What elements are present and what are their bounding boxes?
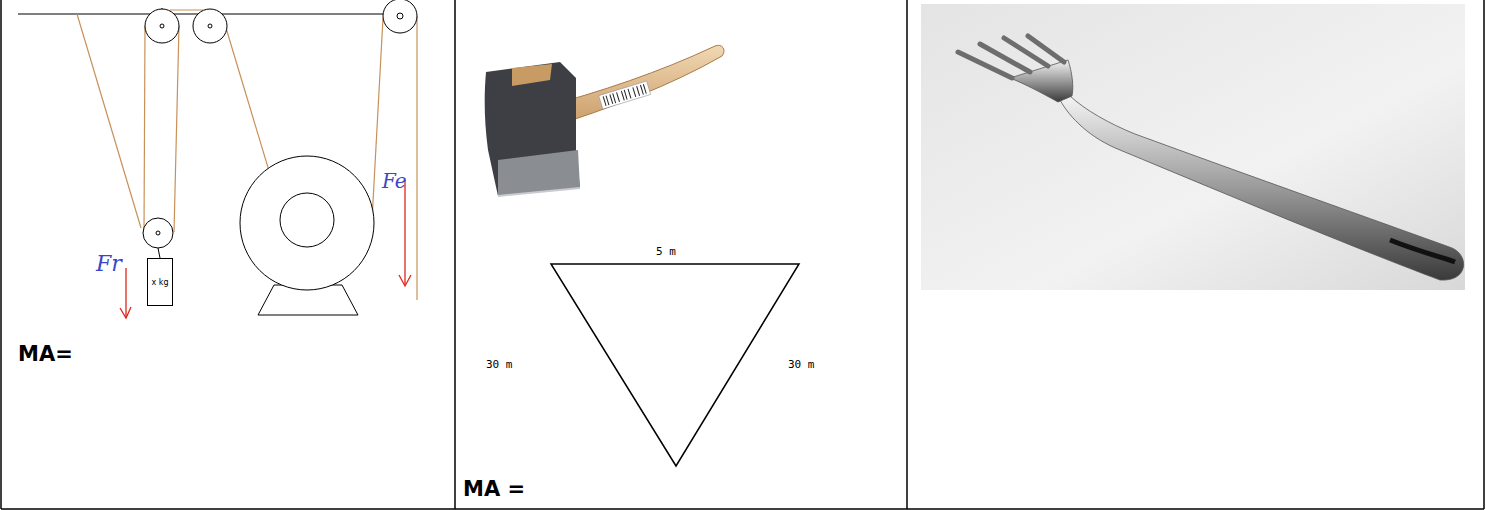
weight-label: x kg — [152, 278, 169, 287]
dimension-label: 30 m — [788, 359, 815, 371]
wedge-triangle — [551, 264, 799, 466]
axe-picture — [485, 45, 724, 196]
answer-prompt: MA= — [18, 343, 73, 366]
dimension-label: 30 m — [486, 359, 513, 371]
weight-block: x kg — [147, 258, 173, 306]
answer-prompt: MA = — [463, 478, 525, 501]
pulley-system — [18, 0, 417, 318]
dimension-label: 5 m — [656, 246, 676, 258]
fork-picture — [921, 4, 1465, 290]
force-label: Fr — [96, 252, 122, 276]
force-label: Fe — [382, 170, 407, 192]
